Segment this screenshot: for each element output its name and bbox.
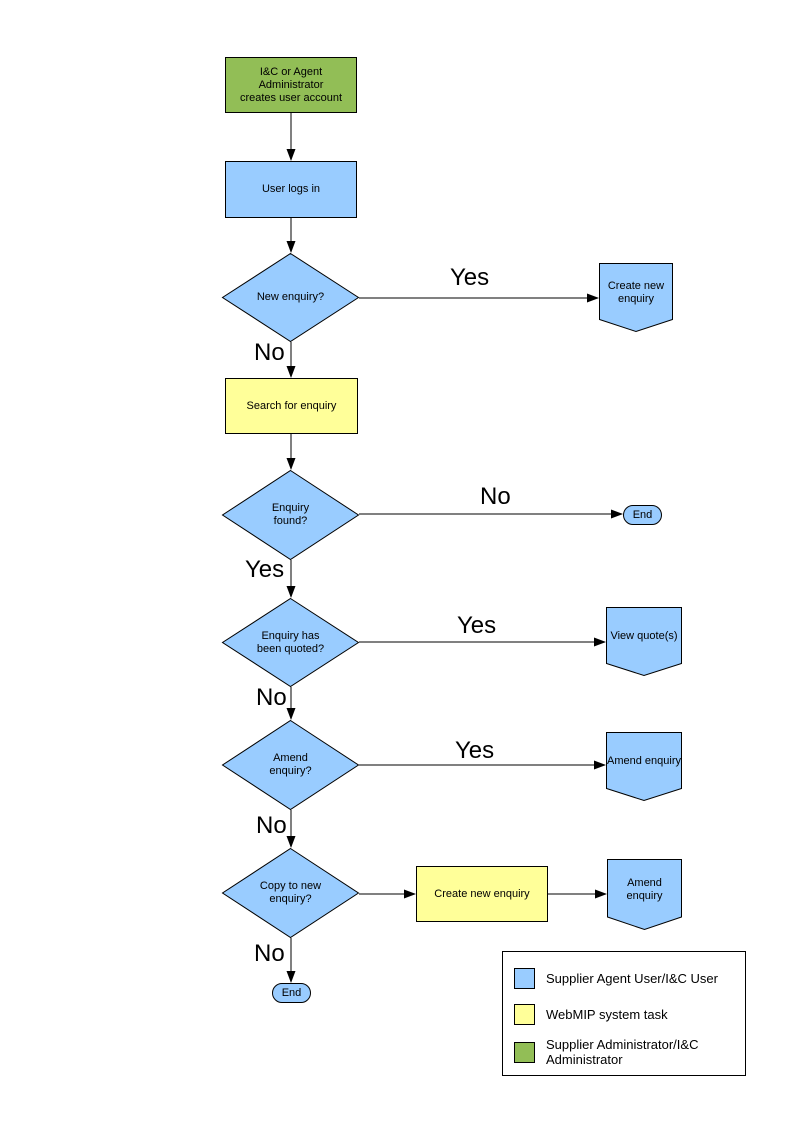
process-label: Create new enquiry — [434, 887, 530, 900]
edge-label-yes: Yes — [455, 737, 495, 764]
edge-label-yes: Yes — [450, 264, 490, 291]
diamond-shape — [221, 469, 360, 561]
legend-label: Supplier Agent User/I&C User — [546, 971, 718, 986]
edge-label-no: No — [256, 684, 287, 711]
decision-label: Amend enquiry? — [269, 752, 312, 777]
process-label: I&C or Agent Administrator creates user … — [239, 65, 343, 104]
diamond-shape — [221, 719, 360, 811]
offpage-amend-enquiry-2: Amend enquiry — [607, 859, 682, 931]
terminator-end-2: End — [272, 983, 311, 1003]
legend-swatch-green — [514, 1041, 535, 1063]
decision-enquiry-found: Enquiry found? — [221, 469, 360, 561]
decision-label: Copy to new enquiry? — [259, 880, 322, 905]
offpage-view-quotes: View quote(s) — [606, 607, 682, 677]
offpage-label: Amend enquiry — [626, 876, 663, 902]
edge-label-no: No — [254, 339, 285, 366]
terminator-label: End — [632, 509, 653, 521]
legend-label: WebMIP system task — [546, 1007, 668, 1022]
offpage-label: View quote(s) — [610, 630, 678, 642]
legend: Supplier Agent User/I&C User WebMIP syst… — [502, 951, 746, 1076]
offpage-shape — [607, 859, 682, 931]
diamond-shape — [221, 847, 360, 939]
diamond-shape — [221, 252, 360, 343]
offpage-shape — [606, 732, 682, 802]
edge-label-no: No — [254, 940, 285, 967]
decision-label: New enquiry? — [256, 291, 325, 303]
offpage-shape — [606, 607, 682, 677]
process-search-for-enquiry: Search for enquiry — [225, 378, 358, 434]
terminator-label: End — [281, 987, 302, 999]
legend-swatch-blue — [514, 968, 535, 989]
process-label: User logs in — [261, 183, 321, 195]
decision-enquiry-quoted: Enquiry has been quoted? — [221, 597, 360, 688]
process-admin-creates-account: I&C or Agent Administrator creates user … — [225, 57, 357, 113]
diamond-shape — [221, 597, 360, 688]
edge-label-yes: Yes — [457, 612, 497, 639]
decision-new-enquiry: New enquiry? — [221, 252, 360, 343]
legend-item-system: WebMIP system task — [514, 1004, 741, 1025]
edge-label-no: No — [256, 812, 287, 839]
offpage-label: Amend enquiry — [607, 755, 681, 767]
edge-label-yes: Yes — [245, 556, 285, 583]
decision-label: Enquiry has been quoted? — [256, 629, 325, 655]
decision-label: Enquiry found? — [271, 502, 310, 527]
decision-copy-to-new-enquiry: Copy to new enquiry? — [221, 847, 360, 939]
offpage-shape — [599, 263, 673, 333]
offpage-label: Create new enquiry — [607, 279, 665, 305]
legend-item-user: Supplier Agent User/I&C User — [514, 968, 741, 989]
offpage-create-new-enquiry: Create new enquiry — [599, 263, 673, 333]
process-label: Search for enquiry — [246, 399, 337, 412]
terminator-end-1: End — [623, 505, 662, 525]
legend-item-admin: Supplier Administrator/I&C Administrator — [514, 1037, 741, 1067]
decision-amend-enquiry: Amend enquiry? — [221, 719, 360, 811]
legend-label: Supplier Administrator/I&C Administrator — [546, 1037, 699, 1067]
offpage-amend-enquiry-1: Amend enquiry — [606, 732, 682, 802]
process-user-logs-in: User logs in — [225, 161, 357, 218]
legend-swatch-yellow — [514, 1004, 535, 1025]
edge-label-no: No — [480, 483, 511, 510]
process-create-new-enquiry: Create new enquiry — [416, 866, 548, 922]
